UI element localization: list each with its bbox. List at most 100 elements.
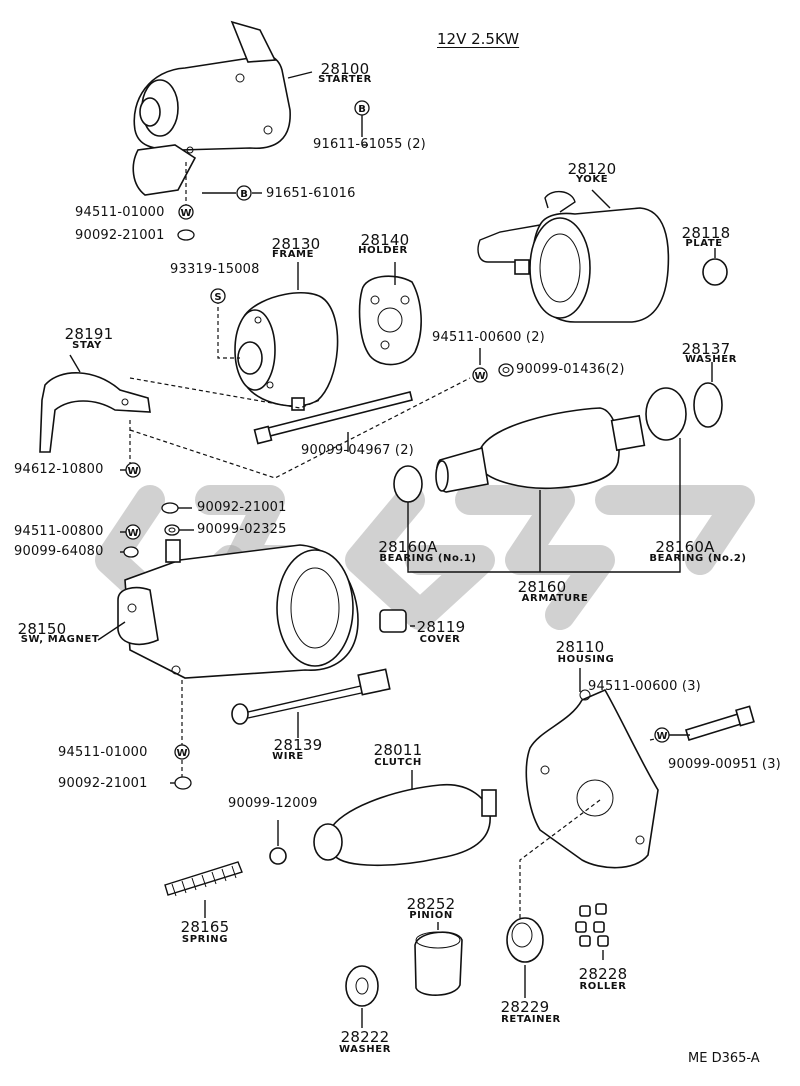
svg-text:W: W (127, 466, 138, 477)
starter-illustration (132, 20, 291, 196)
bolt-symbol-2: B (236, 185, 252, 201)
part-name-yoke: YOKE (575, 174, 609, 185)
part-number-yoke: 28120 (567, 160, 617, 178)
fastener-f9: 94612-10800 (14, 462, 104, 477)
svg-text:B: B (240, 189, 248, 200)
armature-illustration (435, 407, 646, 493)
part-name-washer-a: WASHER (684, 354, 738, 365)
washer-symbol-1: W (178, 204, 194, 220)
ball-illustration (269, 847, 287, 865)
part-name-retainer: RETAINER (501, 1014, 561, 1025)
fastener-f8: 90099-04967 (2) (301, 443, 414, 458)
fastener-f18: 90099-12009 (228, 796, 318, 811)
part-name-plate: PLATE (685, 238, 723, 249)
part-name-bearing2: BEARING (No.2) (649, 553, 747, 564)
through-bolt-illustration (253, 391, 413, 445)
bearing2-illustration (645, 387, 687, 441)
svg-text:W: W (180, 208, 191, 219)
washer-a-illustration (693, 382, 723, 428)
svg-text:S: S (214, 292, 221, 303)
part-number-pinion: 28252 (406, 895, 456, 913)
fastener-f5: 93319-15008 (170, 262, 260, 277)
plate-illustration (702, 258, 728, 286)
part-number-retainer: 28229 (500, 998, 550, 1016)
part-number-stay: 28191 (64, 325, 114, 343)
part-number-washer-a: 28137 (681, 340, 731, 358)
fastener-f6: 94511-00600 (2) (432, 330, 545, 345)
stay-illustration (39, 372, 151, 453)
part-number-washer-b: 28222 (340, 1028, 390, 1046)
bearing1-illustration (393, 465, 423, 503)
svg-text:W: W (474, 371, 485, 382)
part-name-sw-magnet: SW, MAGNET (20, 634, 100, 645)
fastener-f7: 90099-01436(2) (516, 362, 625, 377)
part-number-cover: 28119 (416, 618, 466, 636)
cover-illustration (379, 609, 407, 633)
nut-icon-1 (177, 229, 195, 241)
part-number-armature: 28160 (517, 578, 567, 596)
spring-illustration (164, 861, 243, 897)
washer-symbol-3: W (125, 462, 141, 478)
bolt-symbol-1: B (354, 100, 370, 116)
svg-text:W: W (656, 731, 667, 742)
fastener-f16: 94511-01000 (58, 745, 148, 760)
washer-ring-icon-2 (164, 524, 180, 536)
washer-symbol-2: W (472, 367, 488, 383)
part-number-clutch: 28011 (373, 741, 423, 759)
part-number-frame: 28130 (271, 235, 321, 253)
svg-text:W: W (176, 748, 187, 759)
spec-title: 12V 2.5KW (437, 30, 520, 48)
part-name-frame: FRAME (271, 249, 315, 260)
part-name-clutch: CLUTCH (374, 757, 422, 768)
rollers-illustration (575, 903, 609, 947)
fastener-f13: 90099-64080 (14, 544, 104, 559)
fastener-f15: 90099-00951 (3) (668, 757, 781, 772)
fastener-f11: 94511-00800 (14, 524, 104, 539)
part-name-stay: STAY (72, 340, 102, 351)
fastener-f1: 91611-61055 (2) (313, 137, 426, 152)
pinion-illustration (414, 931, 463, 996)
part-number-starter: 28100 (320, 60, 370, 78)
part-number-wire: 28139 (273, 736, 323, 754)
stud-symbol: S (210, 288, 226, 304)
housing-bolt-illustration (685, 705, 755, 742)
part-name-spring: SPRING (181, 934, 229, 945)
fastener-f12: 90099-02325 (197, 522, 287, 537)
part-name-housing: HOUSING (557, 654, 615, 665)
part-number-housing: 28110 (555, 638, 605, 656)
magnet-switch-illustration (117, 539, 359, 679)
nut-icon-4 (174, 776, 192, 790)
nut-icon-2 (161, 502, 179, 514)
fastener-f3: 94511-01000 (75, 205, 165, 220)
fastener-f17: 90092-21001 (58, 776, 148, 791)
part-name-wire: WIRE (272, 751, 304, 762)
part-name-holder: HOLDER (358, 245, 408, 256)
clutch-illustration (313, 783, 497, 867)
part-name-bearing1: BEARING (No.1) (379, 553, 477, 564)
diagram-code: ME D365-A (688, 1051, 760, 1066)
part-name-starter: STARTER (318, 74, 372, 85)
svg-text:W: W (127, 528, 138, 539)
wire-illustration (231, 668, 391, 725)
holder-illustration (358, 275, 422, 366)
part-number-sw-magnet: 28150 (17, 620, 67, 638)
yoke-illustration (477, 191, 670, 323)
fastener-f2: 91651-61016 (266, 186, 356, 201)
washer-symbol-6: W (174, 744, 190, 760)
fastener-f10: 90092-21001 (197, 500, 287, 515)
part-name-pinion: PINION (409, 910, 453, 921)
washer-b-illustration (345, 965, 379, 1007)
leader-lines (69, 71, 716, 1028)
frame-illustration (234, 292, 339, 411)
housing-illustration (525, 688, 659, 869)
washer-symbol-5: W (654, 727, 670, 743)
washer-symbol-4: W (125, 524, 141, 540)
fastener-f4: 90092-21001 (75, 228, 165, 243)
part-name-roller: ROLLER (579, 981, 627, 992)
part-number-roller: 28228 (578, 965, 628, 983)
part-number-spring: 28165 (180, 918, 230, 936)
part-name-cover: COVER (419, 634, 461, 645)
part-number-plate: 28118 (681, 224, 731, 242)
